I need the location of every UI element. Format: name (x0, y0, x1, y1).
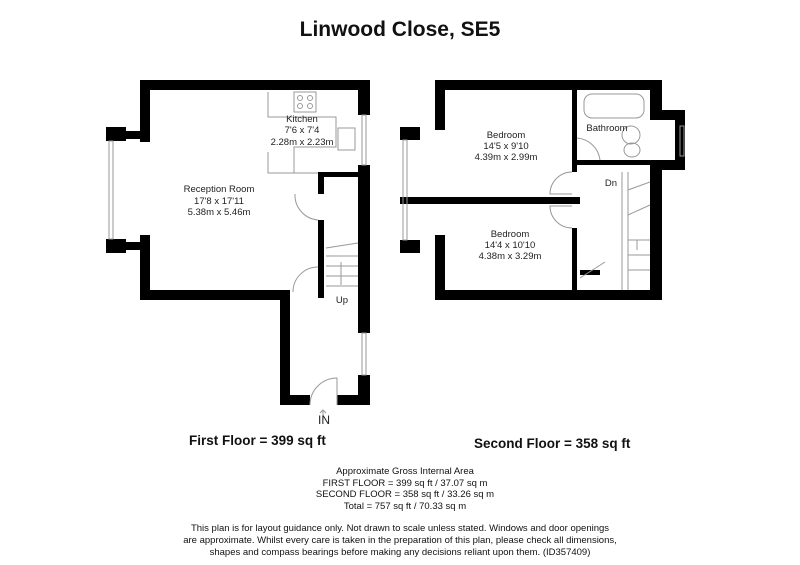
compass-icon: N (492, 452, 554, 460)
kitchen-metric: 2.28m x 2.23m (271, 137, 334, 148)
first-floor-walls (106, 80, 370, 405)
second-floor-fixtures (402, 93, 685, 290)
first-floor-area: First Floor = 399 sq ft (189, 433, 326, 448)
area-second: SECOND FLOOR = 358 sq ft / 33.26 sq m (315, 489, 495, 500)
bedroom2-imperial: 14'4 x 10'10 (485, 240, 536, 251)
disclaimer-line: This plan is for layout guidance only. N… (190, 523, 610, 534)
plan-title: Linwood Close, SE5 (299, 18, 501, 41)
stairs-down-label: Dn (605, 178, 617, 189)
bathroom-name: Bathroom (586, 123, 627, 134)
bedroom2-metric: 4.38m x 3.29m (479, 251, 542, 262)
area-total: Total = 757 sq ft / 70.33 sq m (343, 500, 467, 512)
second-floor-walls (400, 80, 685, 300)
disclaimer: This plan is for layout guidance only. N… (140, 523, 660, 559)
area-summary: Approximate Gross Internal Area FIRST FL… (260, 466, 550, 512)
floor-plan: Kitchen 7'6 x 7'4 2.28m x 2.23m Receptio… (106, 80, 685, 460)
bedroom2-name: Bedroom (491, 229, 530, 240)
stairs-up-label: Up (336, 295, 348, 306)
bedroom1-name: Bedroom (487, 130, 526, 141)
second-floor-area: Second Floor = 358 sq ft (474, 436, 631, 451)
entrance-label: IN (318, 413, 330, 427)
first-floor-fixtures (108, 91, 367, 420)
bedroom1-metric: 4.39m x 2.99m (475, 152, 538, 163)
area-first: FIRST FLOOR = 399 sq ft / 37.07 sq m (322, 477, 488, 489)
kitchen-imperial: 7'6 x 7'4 (285, 125, 320, 136)
kitchen-name: Kitchen (286, 114, 318, 125)
reception-imperial: 17'8 x 17'11 (194, 196, 244, 207)
reception-metric: 5.38m x 5.46m (188, 207, 251, 218)
area-heading: Approximate Gross Internal Area (336, 466, 474, 477)
disclaimer-line: shapes and compass bearings before makin… (209, 547, 591, 558)
disclaimer-line: are approximate. Whilst every care is ta… (183, 535, 617, 546)
bedroom1-imperial: 14'5 x 9'10 (483, 141, 528, 152)
reception-name: Reception Room (184, 184, 255, 195)
